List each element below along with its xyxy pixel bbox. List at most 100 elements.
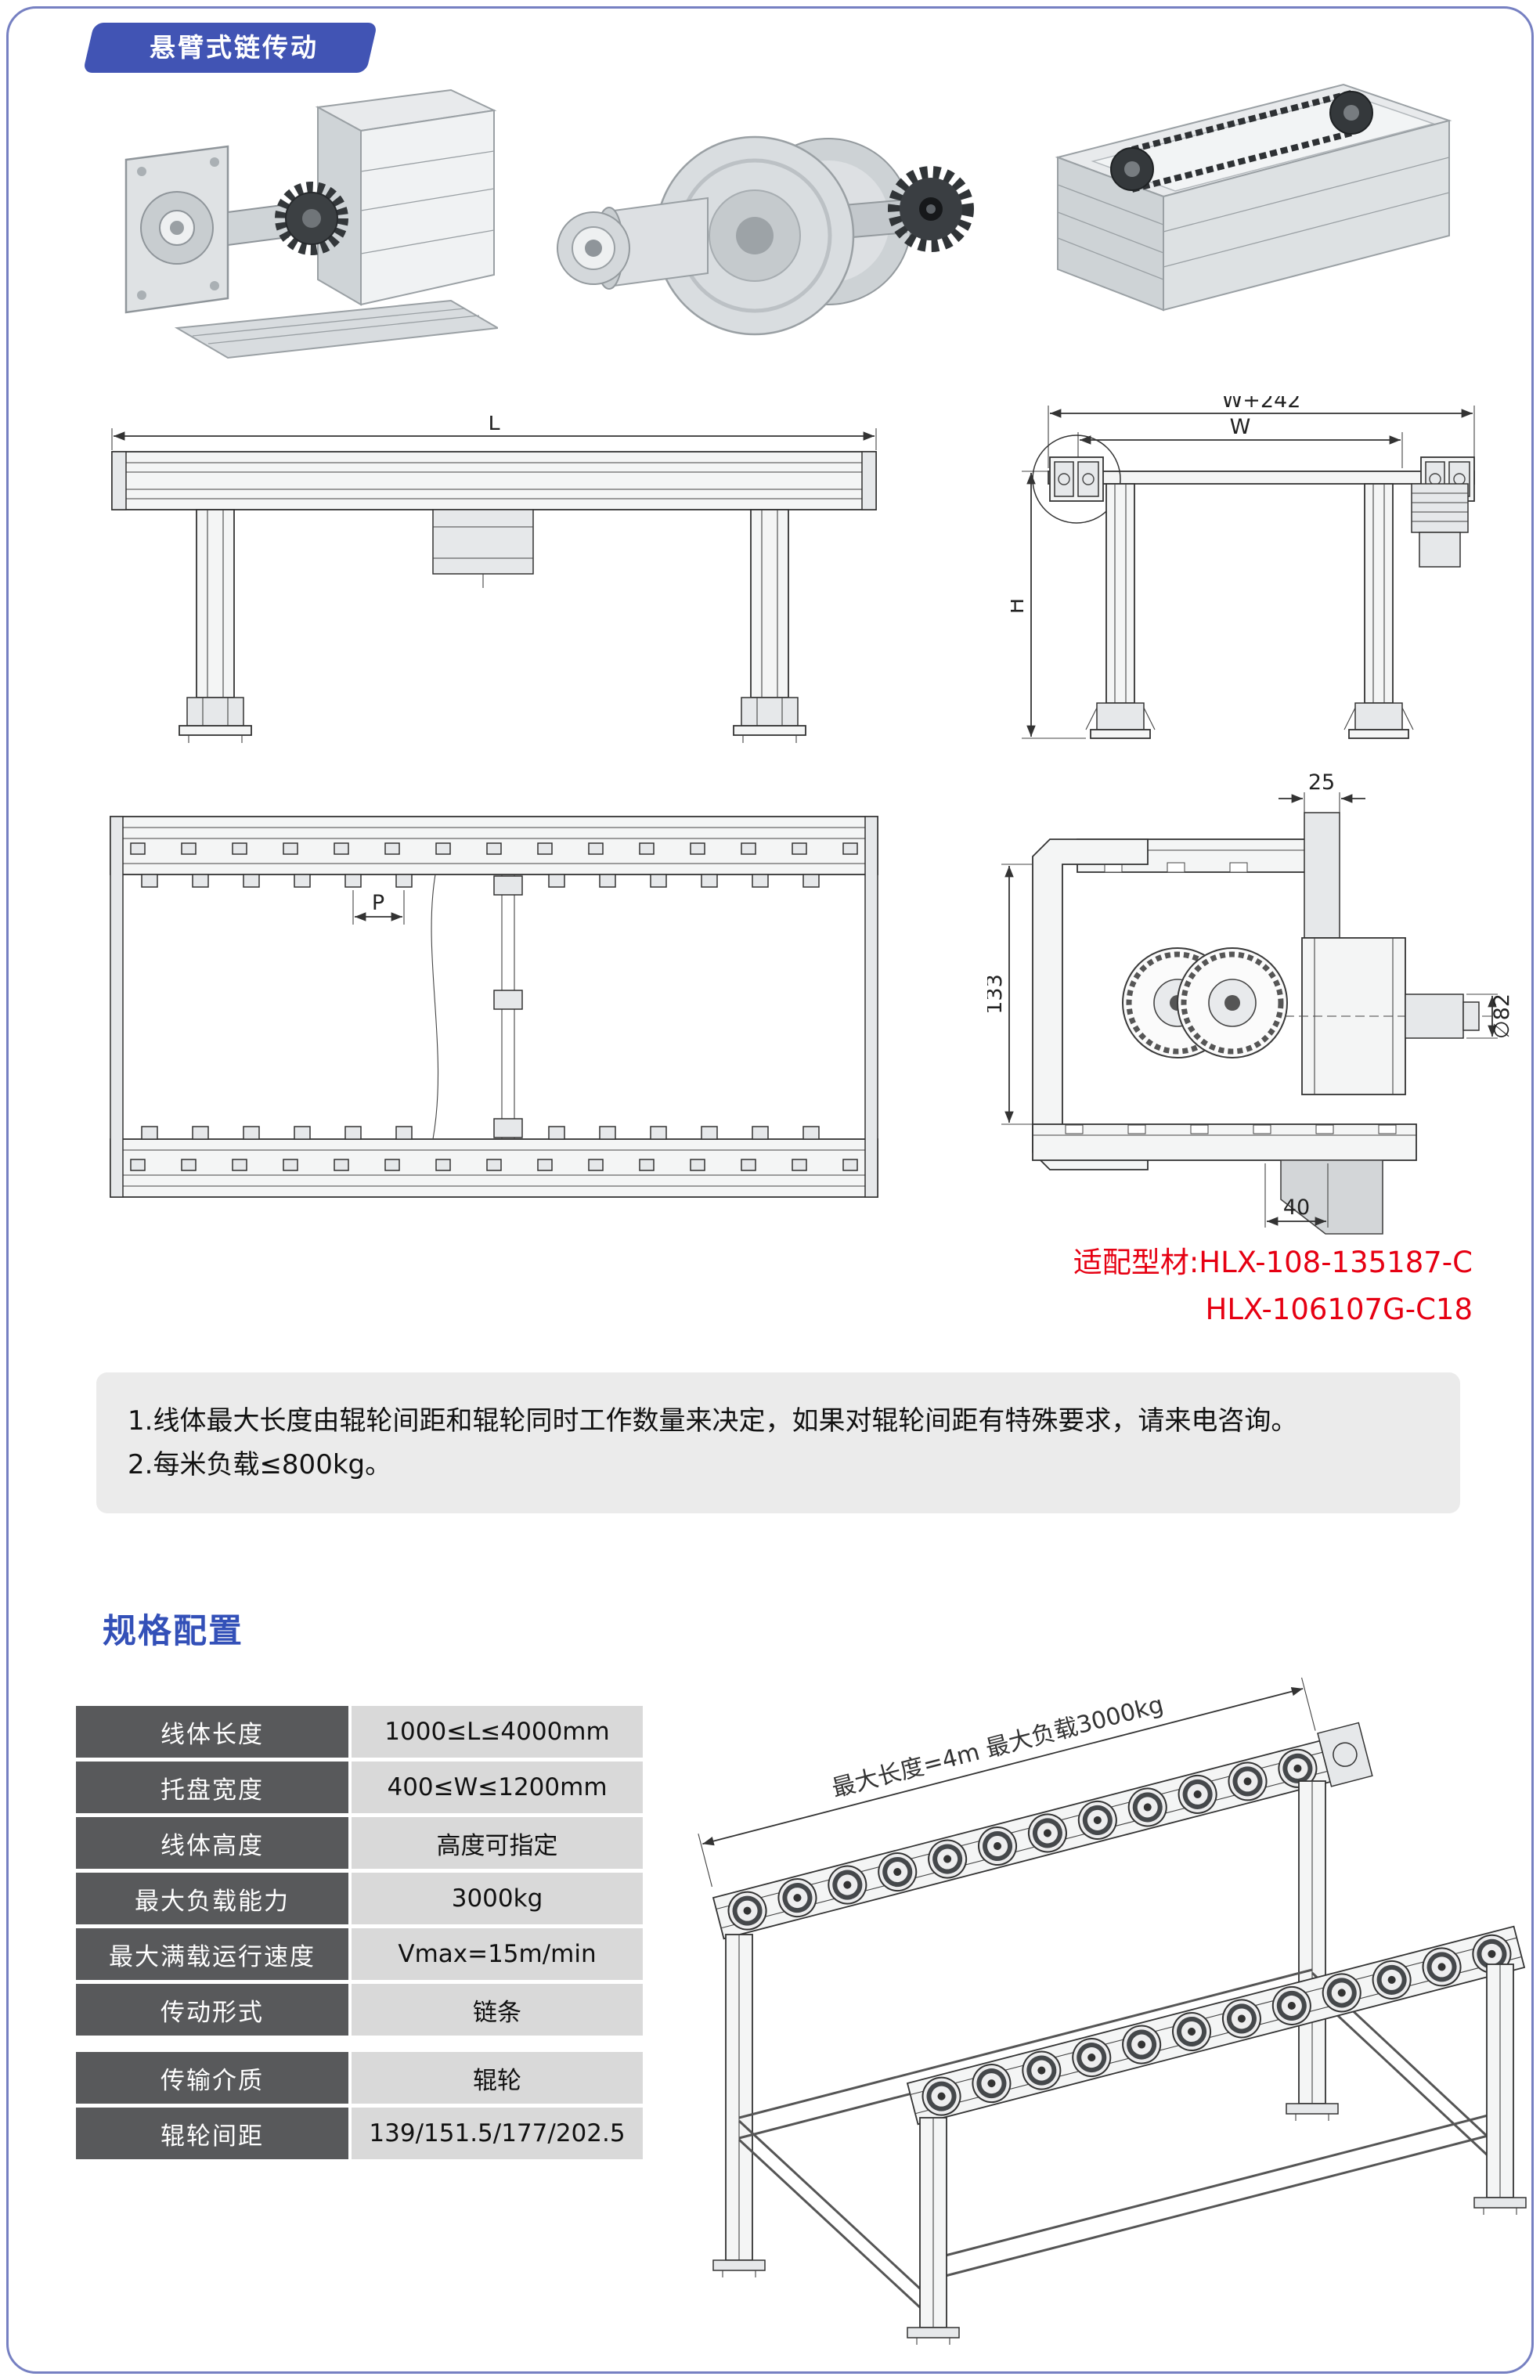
roller-mount-tabs	[141, 874, 820, 1140]
dim-length-L: L	[111, 416, 877, 450]
dim-pitch-P: P	[352, 890, 405, 925]
spec-value: 139/151.5/177/202.5	[352, 2108, 643, 2159]
dim-25: 25	[1279, 770, 1365, 813]
dim-25-label: 25	[1308, 770, 1335, 795]
cross-beam	[1048, 471, 1475, 485]
cross-member	[493, 874, 523, 1139]
leg-rear-left	[712, 1934, 766, 2277]
compatible-profile-line-2: HLX-106107G-C18	[1205, 1293, 1473, 1326]
left-leg	[179, 509, 252, 743]
top-rail-band	[110, 816, 878, 875]
break-line	[431, 874, 439, 1140]
bottom-rail-band	[110, 1138, 878, 1198]
spec-row-max-load: 最大负载能力 3000kg	[76, 1873, 643, 1924]
leg-front-left	[907, 2117, 960, 2345]
dim-133-label: 133	[987, 974, 1007, 1015]
side-view-drawing: W+242 W H	[1011, 396, 1475, 739]
notes-box: 1.线体最大长度由辊轮间距和辊轮同时工作数量来决定，如果对辊轮间距有特殊要求，请…	[96, 1372, 1460, 1513]
header-badge: 悬臂式链传动	[82, 23, 384, 73]
spec-label: 传动形式	[76, 1984, 348, 2036]
spec-value: 辊轮	[352, 2052, 643, 2104]
render-roller-sprocket-assembly	[557, 135, 974, 336]
dim-h-label: H	[1011, 598, 1029, 614]
dim-dia82-label: ∅82	[1490, 993, 1514, 1039]
dim-L-label: L	[488, 416, 500, 435]
note-line-2: 2.每米负载≤800kg。	[128, 1449, 392, 1480]
spec-label: 最大负载能力	[76, 1873, 348, 1924]
front-rail	[906, 1925, 1526, 2126]
ribbed-base-plate	[174, 299, 498, 359]
spec-label: 传输介质	[76, 2052, 348, 2104]
dim-width: W	[1077, 415, 1403, 468]
front-view-drawing: L	[111, 416, 877, 743]
render-beam-chain-assembly	[1055, 83, 1452, 312]
compatible-profile-note: 适配型材:HLX-108-135187-C HLX-106107G-C18	[784, 1239, 1473, 1333]
leg-rear-right	[1286, 1780, 1339, 2121]
dim-w242-label: W+242	[1222, 396, 1301, 413]
bottom-profile	[1032, 1123, 1417, 1161]
drive-gearbox	[432, 509, 534, 588]
conveyor-beam	[111, 451, 877, 510]
mounting-plate	[124, 145, 229, 314]
dim-outer-width: W+242	[1048, 396, 1475, 468]
iso-annotation: 最大长度=4m 最大负载3000kg	[829, 1691, 1167, 1803]
front-roller-disc	[655, 135, 855, 336]
dim-40-label: 40	[1283, 1195, 1310, 1220]
spec-value: 1000≤L≤4000mm	[352, 1706, 643, 1758]
spec-label: 托盘宽度	[76, 1762, 348, 1813]
spec-label: 线体高度	[76, 1817, 348, 1869]
spec-label: 线体长度	[76, 1706, 348, 1758]
spec-row-line-length: 线体长度 1000≤L≤4000mm	[76, 1706, 643, 1758]
spec-row-max-speed: 最大满载运行速度 Vmax=15m/min	[76, 1928, 643, 1980]
dim-height: H	[1011, 471, 1086, 739]
spec-row-line-height: 线体高度 高度可指定	[76, 1817, 643, 1869]
spec-row-drive-type: 传动形式 链条	[76, 1984, 643, 2036]
dim-133: 133	[987, 864, 1033, 1125]
left-shaft-flange	[557, 197, 709, 290]
right-end-cap	[864, 816, 878, 1198]
section-view-drawing: 25	[987, 770, 1514, 1235]
chain-sprocket-right	[1177, 947, 1288, 1058]
spec-value: 高度可指定	[352, 1817, 643, 1869]
dim-dia82: ∅82	[1466, 993, 1514, 1039]
roller-body	[1285, 937, 1496, 1095]
spec-value: 链条	[352, 1984, 643, 2036]
spec-row-pallet-width: 托盘宽度 400≤W≤1200mm	[76, 1762, 643, 1813]
spec-value: 3000kg	[352, 1873, 643, 1924]
spec-table: 线体长度 1000≤L≤4000mm 托盘宽度 400≤W≤1200mm 线体高…	[76, 1706, 643, 2159]
spec-value: Vmax=15m/min	[352, 1928, 643, 1980]
rear-rail: 最大长度=4m 最大负载3000kg	[698, 1677, 1373, 1940]
c-channel-profile	[1032, 838, 1149, 1170]
left-rail-section	[1032, 435, 1121, 524]
spec-row-medium: 传输介质 辊轮	[76, 2052, 643, 2104]
chain-and-sprockets	[1110, 90, 1373, 193]
spec-label: 辊轮间距	[76, 2108, 348, 2159]
left-end-cap	[110, 816, 124, 1198]
right-leg	[733, 509, 806, 743]
shaft-and-sprocket	[227, 182, 348, 255]
catalog-page: 悬臂式链传动	[6, 6, 1534, 2374]
isometric-view-drawing: 最大长度=4m 最大负载3000kg	[698, 1677, 1527, 2345]
top-band-tabs	[130, 842, 858, 855]
section-title: 规格配置	[103, 1612, 243, 1651]
left-leg	[1085, 483, 1156, 739]
frame-cross-members	[738, 1968, 1502, 2321]
plan-view-drawing: P	[110, 816, 878, 1198]
right-leg	[1343, 483, 1414, 739]
spec-value: 400≤W≤1200mm	[352, 1762, 643, 1813]
render-bracket-sprocket-assembly	[124, 88, 498, 359]
leg-front-right	[1473, 1964, 1527, 2215]
motor-unit	[1411, 483, 1469, 568]
header-badge-label: 悬臂式链传动	[150, 32, 319, 63]
spec-label: 最大满载运行速度	[76, 1928, 348, 1980]
bottom-band-tabs	[130, 1159, 858, 1171]
support-plate	[1280, 1159, 1383, 1235]
note-line-1: 1.线体最大长度由辊轮间距和辊轮同时工作数量来决定，如果对辊轮间距有特殊要求，请…	[128, 1405, 1298, 1437]
dim-w-label: W	[1230, 415, 1251, 439]
dim-40: 40	[1264, 1163, 1329, 1228]
detail-callout-circle	[1032, 435, 1121, 524]
compatible-profile-line-1: 适配型材:HLX-108-135187-C	[1073, 1246, 1473, 1279]
dim-p-label: P	[372, 891, 384, 915]
spec-row-roller-pitch: 辊轮间距 139/151.5/177/202.5	[76, 2108, 643, 2159]
aluminium-channel	[315, 88, 497, 306]
